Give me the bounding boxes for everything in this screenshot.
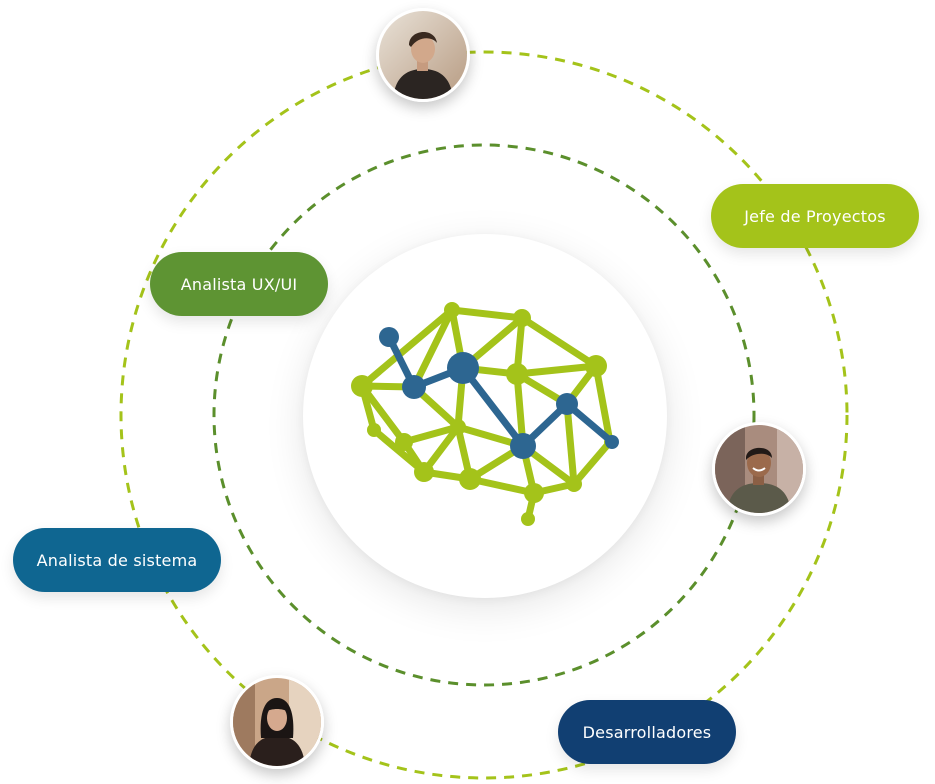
person-top-icon (376, 8, 470, 102)
role-label-sistema: Analista de sistema (36, 550, 198, 570)
role-pill-sistema: Analista de sistema (13, 528, 221, 592)
role-pill-dev: Desarrolladores (558, 700, 736, 764)
role-label-dev: Desarrolladores (582, 722, 712, 742)
role-label-jefe: Jefe de Proyectos (744, 206, 886, 226)
role-label-ux: Analista UX/UI (180, 274, 298, 294)
person-bottom-left-icon (230, 675, 324, 769)
role-pill-ux: Analista UX/UI (150, 252, 328, 316)
person-right-icon (712, 422, 806, 516)
role-pill-jefe: Jefe de Proyectos (711, 184, 919, 248)
outer-orbit-ring (119, 50, 849, 780)
brain-network-icon (351, 302, 619, 526)
inner-orbit-ring (212, 143, 756, 687)
